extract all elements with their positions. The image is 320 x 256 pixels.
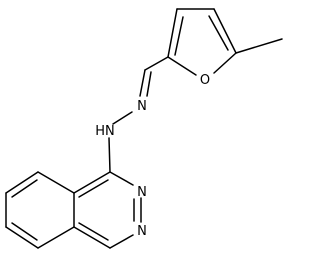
benzene-bond-c6-c5-inner	[11, 222, 38, 241]
chemical-structure-diagram: O N HN N N	[5, 8, 283, 249]
nh-c1-bond	[108, 137, 111, 173]
furan-bond-o-c5	[213, 52, 237, 74]
furan-oxygen-label: O	[200, 73, 210, 88]
ring-nitrogen-lower-label: N	[137, 224, 147, 239]
benzene-bond-c8a-c8	[37, 171, 75, 194]
furan-bond-c5-c4-inner	[208, 15, 229, 51]
imine-double-bond-outer	[139, 69, 146, 97]
furan-bond-c2-o	[167, 56, 197, 76]
hydrazine-nh-label: HN	[95, 124, 115, 139]
benzene-bond-c5-c4a	[37, 226, 75, 249]
benzene-bond-c8-c7	[5, 171, 39, 194]
methyl-bond	[235, 38, 283, 54]
ring-bond-n3-c4	[109, 234, 134, 249]
benzene-bond-c8-c7-inner	[11, 179, 38, 198]
imine-nitrogen-label: N	[137, 99, 147, 114]
furan-bond-c5-c4	[213, 8, 237, 54]
ring-bond-c4-c4a-inner	[78, 222, 109, 241]
benzene-bond-c6-c5	[5, 226, 39, 249]
ring-bond-c8a-c1-inner	[78, 179, 109, 198]
imine-double-bond-inner	[146, 71, 152, 97]
ring-bond-c8a-c1	[73, 171, 111, 194]
vinyl-bond	[144, 56, 169, 71]
ring-nitrogen-upper-label: N	[137, 185, 147, 200]
furan-bond-c3-c2	[167, 8, 178, 58]
hydrazine-bond	[112, 111, 133, 125]
ring-bond-c1-n2	[109, 171, 134, 186]
furan-bond-c3-c2-inner	[174, 16, 184, 56]
ring-bond-c4-c4a	[73, 226, 111, 249]
structure-canvas: O N HN N N	[5, 8, 283, 249]
